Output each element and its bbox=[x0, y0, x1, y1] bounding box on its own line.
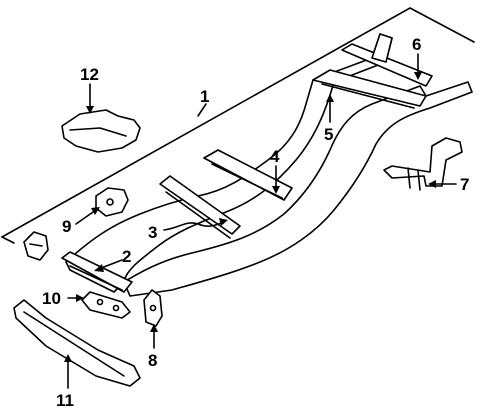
callout-8: 8 bbox=[148, 351, 157, 370]
callout-11: 11 bbox=[56, 391, 74, 410]
callout-5: 5 bbox=[324, 125, 333, 144]
assembly-bracket bbox=[1, 7, 475, 244]
bracket-part-9 bbox=[95, 187, 129, 217]
callout-12: 12 bbox=[80, 65, 99, 84]
callout-9: 9 bbox=[62, 217, 71, 236]
callout-1: 1 bbox=[200, 87, 209, 106]
mount-part-8 bbox=[143, 289, 163, 327]
mount-bracket-left bbox=[23, 231, 49, 261]
callout-3: 3 bbox=[148, 223, 157, 242]
bracket-part-7 bbox=[383, 137, 463, 191]
leader-lines bbox=[64, 53, 457, 389]
callout-7: 7 bbox=[460, 175, 469, 194]
bracket-part-10 bbox=[81, 291, 131, 319]
skid-plate-part bbox=[61, 109, 141, 153]
crossmember-part-11 bbox=[13, 299, 141, 387]
callout-10: 10 bbox=[42, 289, 61, 308]
callout-4: 4 bbox=[270, 147, 280, 166]
callout-6: 6 bbox=[412, 35, 421, 54]
callout-2: 2 bbox=[122, 247, 131, 266]
frame-assembly bbox=[61, 33, 473, 297]
callout-labels: 1 2 3 4 5 6 7 8 9 10 11 12 bbox=[42, 35, 469, 410]
